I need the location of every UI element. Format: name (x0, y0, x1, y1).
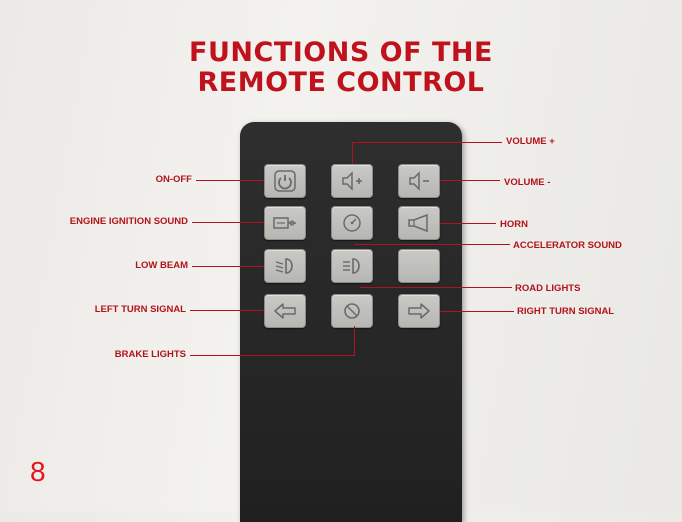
engine-key-icon (273, 217, 296, 229)
leader-line-volume-minus (440, 180, 500, 181)
label-volume-minus: VOLUME - (504, 177, 551, 188)
right-turn-signal-button[interactable] (398, 294, 440, 328)
label-left-turn-signal: LEFT TURN SIGNAL (94, 304, 186, 315)
label-right-turn-signal: RIGHT TURN SIGNAL (517, 306, 615, 317)
leader-line-road-lights (360, 287, 512, 288)
low-beam-icon (275, 258, 293, 274)
label-low-beam: LOW BEAM (135, 260, 188, 271)
leader-line-volume-plus-h (352, 142, 502, 143)
speaker-plus-icon (342, 171, 362, 191)
brake-icon (344, 303, 360, 319)
leader-line-horn (440, 223, 496, 224)
leader-line-volume-plus-v (352, 142, 353, 164)
remote-control-body (240, 122, 462, 522)
speedometer-icon (343, 214, 361, 232)
left-arrow-icon (274, 303, 296, 319)
road-lights-button[interactable] (331, 249, 373, 283)
road-lights-icon (343, 258, 360, 274)
speaker-minus-icon (409, 171, 429, 191)
label-brake-lights: BRAKE LIGHTS (114, 349, 186, 360)
leader-line-engine (192, 222, 264, 223)
right-arrow-icon (408, 303, 430, 319)
horn-button[interactable] (398, 206, 440, 240)
volume-minus-button[interactable] (398, 164, 440, 198)
power-icon (274, 170, 296, 192)
leader-line-brake-h (190, 355, 355, 356)
leader-line-brake-v (354, 326, 355, 356)
on-off-button[interactable] (264, 164, 306, 198)
label-accelerator-sound: ACCELERATOR SOUND (513, 240, 622, 251)
engine-ignition-button[interactable] (264, 206, 306, 240)
title-line-1: FUNCTIONS OF THE (189, 37, 493, 68)
leader-line-low-beam (192, 266, 264, 267)
label-on-off: ON-OFF (155, 174, 192, 185)
label-horn: HORN (500, 219, 528, 230)
volume-plus-button[interactable] (331, 164, 373, 198)
label-engine-ignition-sound: ENGINE IGNITION SOUND (69, 216, 188, 227)
label-volume-plus: VOLUME + (506, 136, 555, 147)
leader-line-right-turn (440, 311, 514, 312)
horn-icon (408, 213, 428, 233)
blank-button[interactable] (398, 249, 440, 283)
low-beam-button[interactable] (264, 249, 306, 283)
accelerator-sound-button[interactable] (331, 206, 373, 240)
leader-line-accelerator (354, 244, 510, 245)
leader-line-on-off (196, 180, 264, 181)
label-road-lights: ROAD LIGHTS (515, 283, 581, 294)
leader-line-left-turn (190, 310, 264, 311)
brake-lights-button[interactable] (331, 294, 373, 328)
left-turn-signal-button[interactable] (264, 294, 306, 328)
title-line-2: REMOTE CONTROL (197, 67, 485, 98)
page-number: 8 (30, 456, 46, 487)
